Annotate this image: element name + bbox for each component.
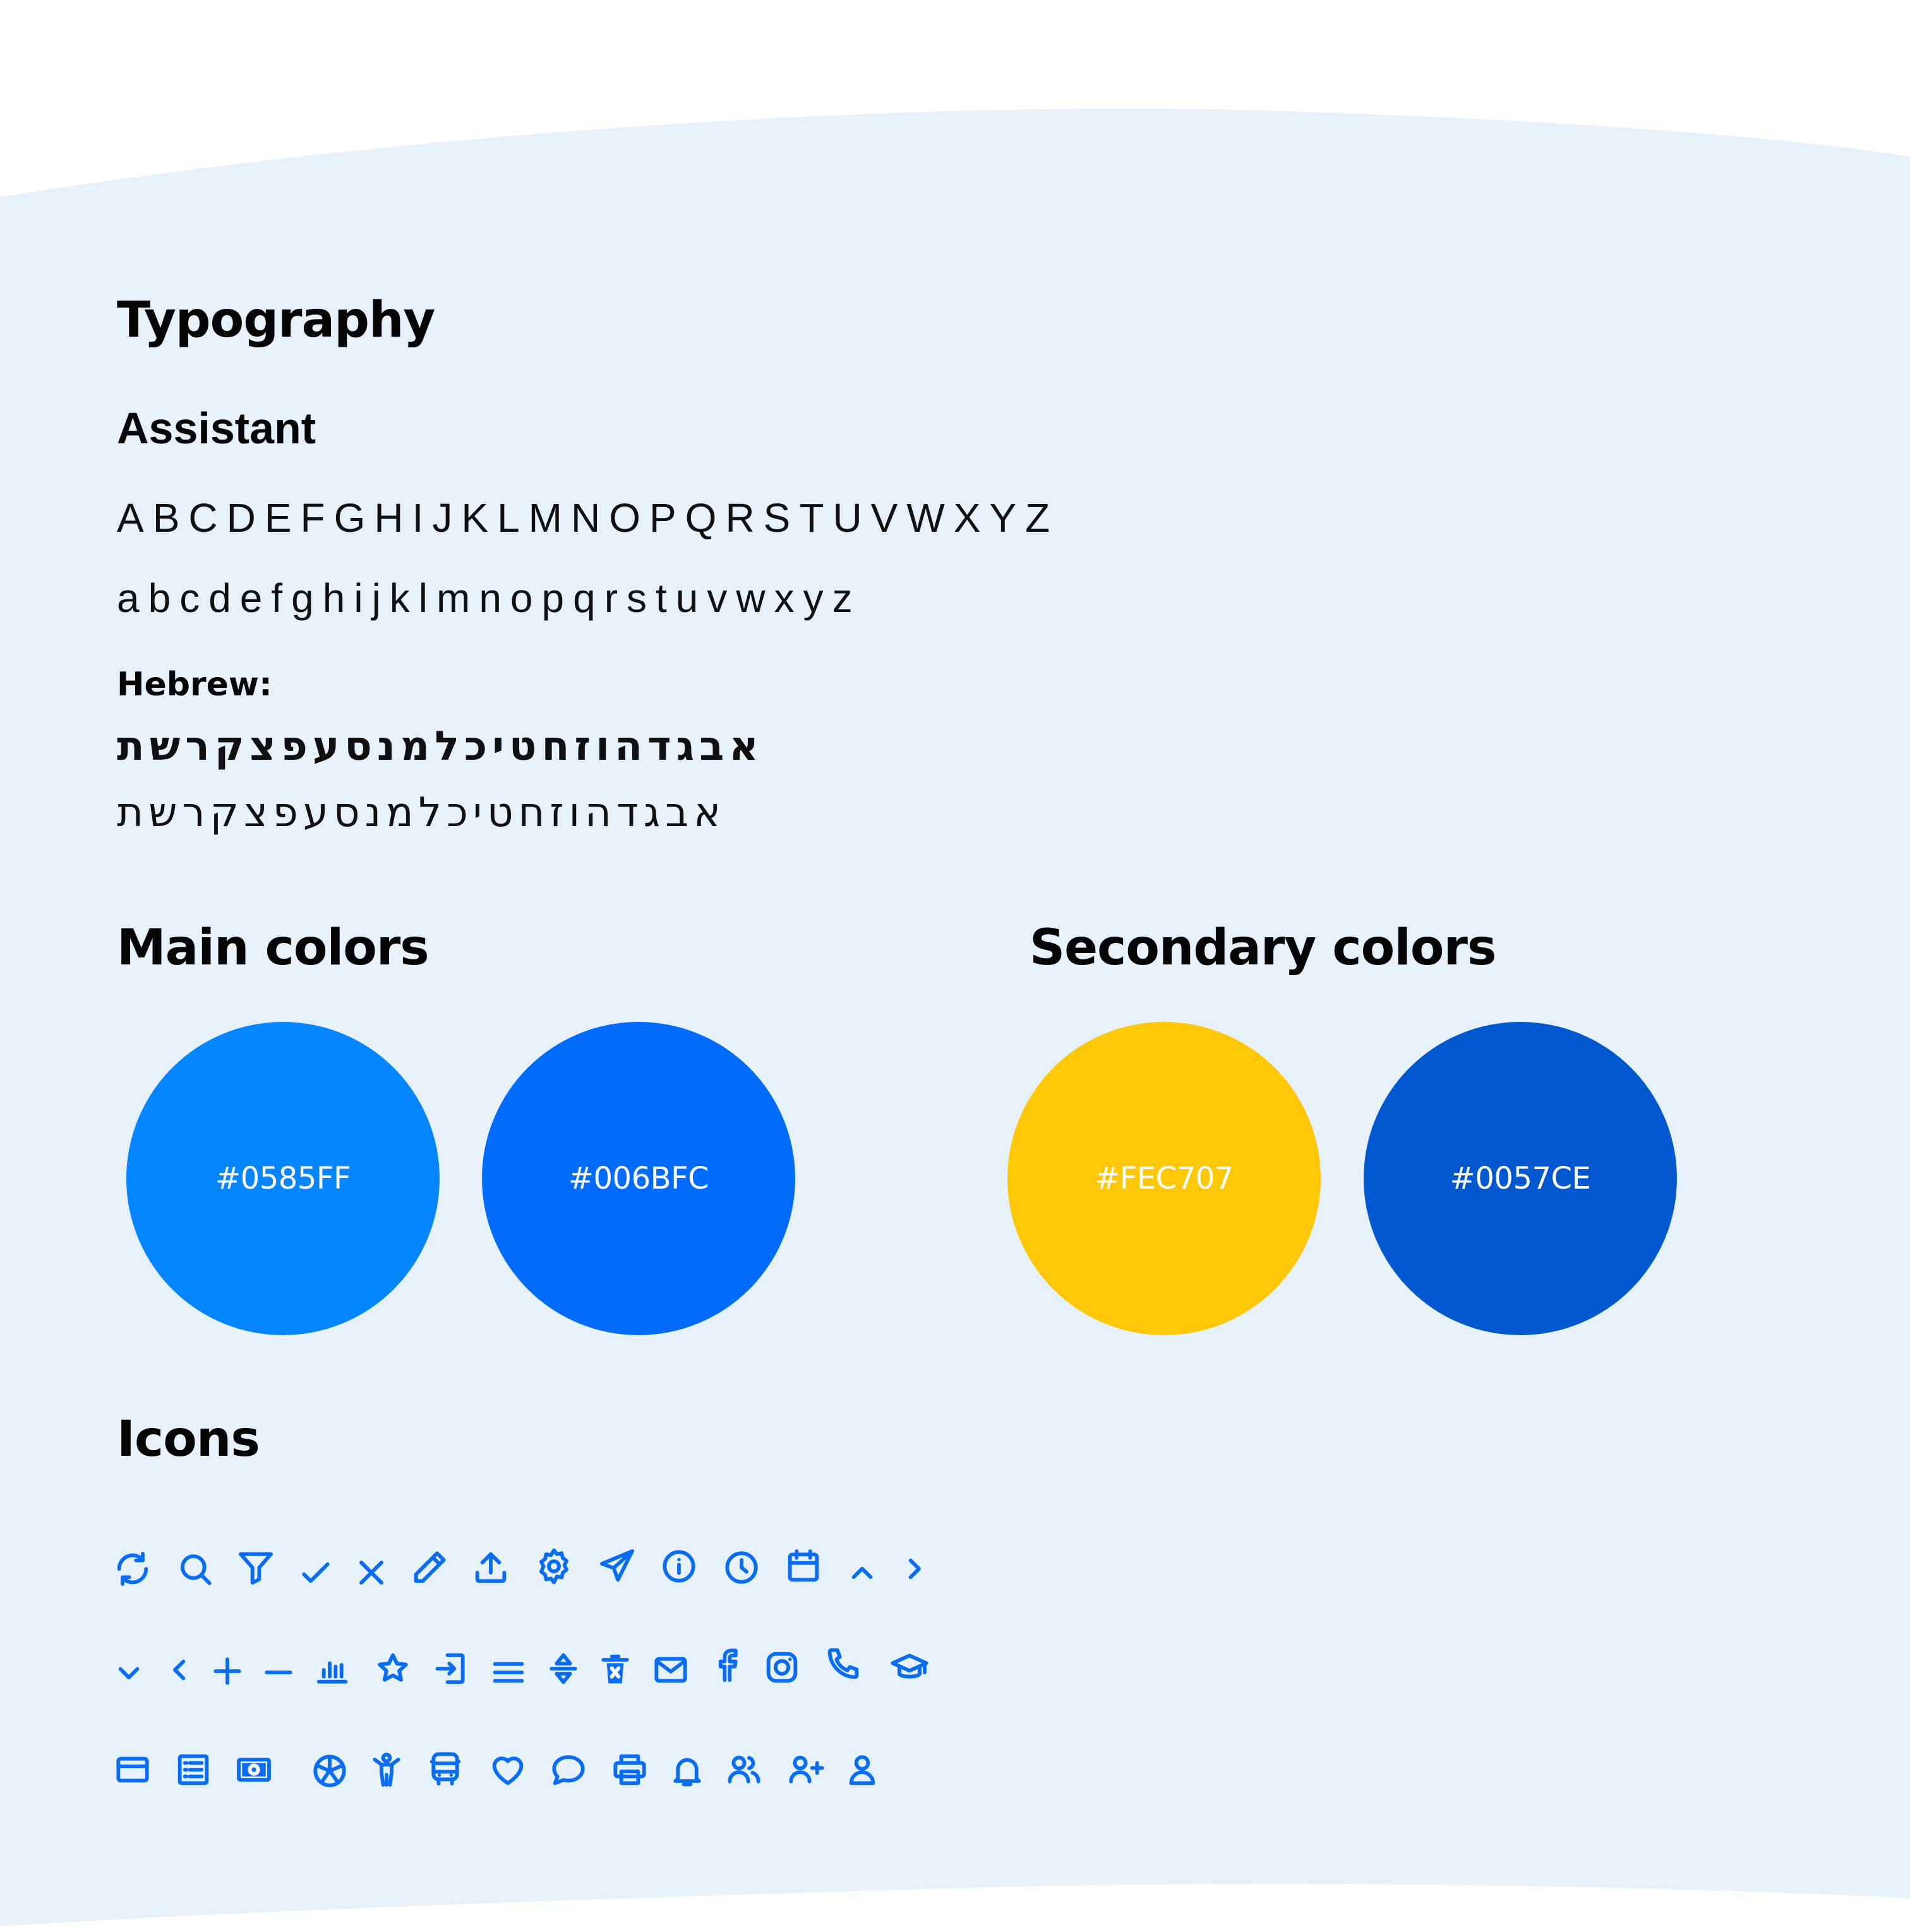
hebrew-alphabet-bold: אבגדהוזחטיכלמנסעפצקרשת (117, 723, 764, 770)
user-plus-icon (785, 1749, 826, 1790)
phone-icon (823, 1643, 863, 1684)
bar-chart-icon (312, 1650, 352, 1690)
swatch-label: #FEC707 (1095, 1161, 1234, 1196)
swatch-label: #0585FF (215, 1161, 351, 1196)
facebook-icon (706, 1645, 747, 1685)
chat-bubble-icon (548, 1749, 589, 1790)
mail-icon (651, 1650, 691, 1690)
calendar-icon (783, 1546, 824, 1587)
uppercase-alphabet: ABCDEFGHIJKLMNOPQRSTUVWXYZ (117, 495, 1059, 541)
main-colors-heading: Main colors (117, 920, 429, 976)
bell-icon (667, 1751, 707, 1791)
info-icon (659, 1546, 699, 1587)
plus-icon (207, 1651, 248, 1691)
document-list-icon (173, 1749, 213, 1790)
chevron-left-icon (160, 1650, 200, 1690)
upload-icon (471, 1547, 511, 1588)
color-swatch-dark-blue: #0057CE (1364, 1022, 1677, 1335)
hebrew-label: Hebrew: (117, 666, 272, 704)
instagram-icon (762, 1647, 802, 1688)
chevron-right-icon (894, 1549, 934, 1589)
star-icon (373, 1648, 413, 1689)
hebrew-alphabet-regular: אבגדהוזחטיכלמנסעפצקרשת (117, 789, 726, 836)
check-icon (296, 1552, 336, 1593)
close-icon (351, 1552, 392, 1593)
sort-icon (543, 1648, 584, 1689)
lowercase-alphabet: abcdefghijklmnopqrstuvwxyz (117, 575, 862, 621)
typography-heading: Typography (117, 292, 435, 349)
soccer-ball-icon (309, 1751, 350, 1791)
minus-icon (258, 1652, 299, 1693)
chevron-down-icon (109, 1652, 149, 1693)
printer-icon (610, 1749, 650, 1790)
graduation-cap-icon (889, 1647, 930, 1688)
users-icon (724, 1749, 764, 1790)
banknote-icon (234, 1749, 274, 1790)
color-swatch-primary-light: #0585FF (126, 1022, 440, 1335)
refresh-icon (112, 1549, 153, 1589)
swatch-label: #0057CE (1450, 1161, 1591, 1196)
menu-icon (488, 1652, 529, 1693)
color-swatch-yellow: #FEC707 (1007, 1022, 1321, 1335)
credit-card-icon (112, 1749, 153, 1790)
pencil-icon (409, 1547, 450, 1588)
secondary-colors-heading: Secondary colors (1030, 920, 1496, 976)
icons-heading: Icons (117, 1411, 260, 1468)
trash-icon (595, 1650, 635, 1690)
child-icon (366, 1749, 407, 1790)
heart-icon (488, 1749, 528, 1790)
color-swatch-primary: #006BFC (482, 1022, 795, 1335)
bus-icon (425, 1748, 465, 1789)
user-icon (842, 1749, 882, 1790)
chevron-up-icon (842, 1552, 882, 1592)
clock-icon (721, 1547, 762, 1588)
send-icon (597, 1546, 637, 1587)
search-icon (175, 1549, 215, 1589)
font-name: Assistant (117, 404, 316, 453)
swatch-label: #006BFC (568, 1161, 709, 1196)
gear-icon (534, 1546, 574, 1587)
filter-icon (236, 1547, 276, 1588)
login-icon (431, 1648, 471, 1689)
